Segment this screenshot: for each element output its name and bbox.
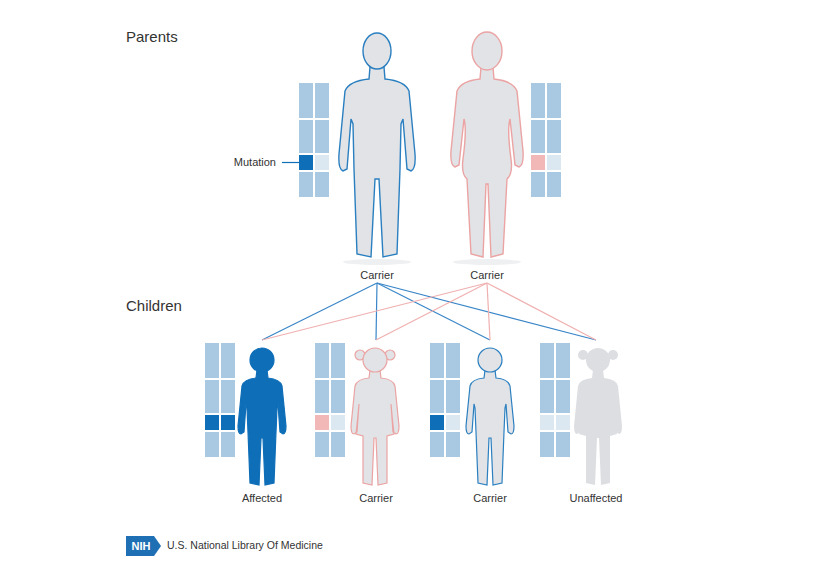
inheritance-line bbox=[377, 283, 596, 340]
logo-text: NIH bbox=[126, 536, 156, 556]
inheritance-line bbox=[377, 283, 490, 340]
mutation-band bbox=[531, 155, 545, 170]
mother-figure bbox=[451, 32, 523, 257]
chromosome-pair bbox=[540, 343, 570, 457]
source-credit: U.S. National Library Of Medicine bbox=[167, 539, 323, 551]
node-label: Unaffected bbox=[569, 491, 622, 505]
carrier-boy bbox=[466, 348, 514, 485]
logo-badge bbox=[126, 536, 161, 556]
inheritance-line bbox=[487, 283, 596, 340]
chromosome-pair bbox=[531, 83, 561, 197]
chromosome-pair bbox=[430, 343, 460, 457]
chromosome-pair bbox=[315, 343, 345, 457]
chromosome-pair bbox=[205, 343, 235, 457]
child-node: Unaffected bbox=[541, 340, 651, 505]
node-label: Carrier bbox=[360, 268, 394, 282]
affected-boy bbox=[238, 348, 286, 485]
inheritance-line bbox=[376, 283, 487, 340]
unaffected-girl bbox=[574, 348, 622, 485]
mutation-band bbox=[299, 155, 313, 170]
inheritance-line bbox=[262, 283, 377, 340]
node-label: Carrier bbox=[359, 491, 393, 505]
inheritance-line bbox=[262, 283, 487, 340]
carrier-girl bbox=[351, 348, 399, 485]
section-heading: Parents bbox=[126, 28, 178, 45]
father-figure bbox=[339, 33, 415, 257]
section-heading: Children bbox=[126, 297, 182, 314]
leader-line bbox=[282, 162, 299, 163]
node-label: Affected bbox=[242, 491, 282, 505]
callout-label: Mutation bbox=[234, 156, 276, 168]
child-node: Carrier bbox=[326, 340, 426, 505]
inheritance-line bbox=[487, 283, 490, 340]
child-node: Carrier bbox=[440, 340, 540, 505]
parent-node: Carrier bbox=[447, 262, 527, 282]
node-label: Carrier bbox=[473, 491, 507, 505]
child-node: Affected bbox=[207, 340, 317, 505]
chromosome-pair bbox=[299, 83, 329, 197]
node-label: Carrier bbox=[470, 268, 504, 282]
parent-node: Carrier bbox=[337, 262, 417, 282]
